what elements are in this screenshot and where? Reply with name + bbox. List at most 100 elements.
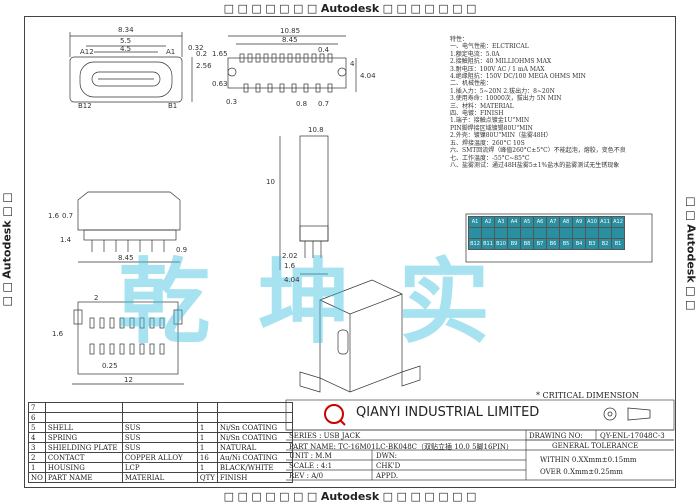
watermark-top: □ □ □ □ □ □ □ Autodesk □ □ □ □ □ □ □ [0,2,700,15]
dim-108: 10.8 [308,126,324,134]
dim-404-side: 4.04 [284,276,300,284]
spec-line: 4.绝缘阻抗：150V DC/100 MEGA OHMS MIN [450,73,586,81]
spec-line: 五、焊接温度：260°C 10S [450,139,525,147]
dim-2: 2 [94,294,99,302]
mount-hole-right [337,67,347,77]
spec-line: 1.插入力：5~20N 2.拔出力：8~20N [450,87,555,95]
front-view-shell [79,61,173,98]
label-b1: B1 [168,102,178,110]
spec-line: 八、盐雾测试：通过48H盐雾5±1%盐水的盐雾测试无生锈现象 [450,161,620,169]
bom-cell-qty: QTY [196,472,218,483]
watermark-bottom: □ □ □ □ □ □ □ Autodesk □ □ □ □ □ □ □ [0,490,700,503]
rev-label: REV : A/0 [289,472,324,480]
dim-10: 10 [266,178,275,186]
footprint-outline [77,301,179,375]
dim-025: 0.25 [102,362,118,370]
dim-032: 0.32 [188,44,204,52]
spec-line: 三、材料：MATERIAL [450,102,514,110]
watermark-bottom-text-b: □ □ □ □ □ □ □ [379,490,477,503]
label-b12: B12 [78,102,92,110]
pin-pads-bottom [243,83,333,93]
label-a1: A1 [166,48,176,56]
appd-label: APPD. [376,472,399,480]
dim-404: 4.04 [360,72,376,80]
pin-cell: B9 [507,238,521,250]
label-a12: A12 [80,48,94,56]
iso-flange-right [401,365,421,387]
series-label: SERIES : USB JACK [289,432,361,440]
spec-line: 七、工作温度：-55°C~85°C [450,154,530,162]
drawing-no-value: QY-ENL-17048C-3 [600,432,665,440]
watermark-bottom-label: Autodesk [320,490,380,503]
mount-hole-left [227,67,237,77]
dim-08: 0.8 [296,100,308,108]
dim-4: 4 [350,60,355,68]
footprint-slot-left [73,309,83,325]
dim-16-side: 1.6 [284,262,296,270]
spec-line: 3.使用寿命：10000次，拔出力 5N MIN [450,95,562,103]
pin-cell: B8 [520,238,534,250]
drawing-frame [24,16,676,488]
part-name-label: PART NAME: TC-16M01LC-BK048C（双贴立插 10.0 5… [289,443,514,451]
critical-dimension-note: * CRITICAL DIMENSION [536,391,639,400]
dim-07b: 0.7 [62,212,74,220]
dim-14: 1.4 [60,236,72,244]
brand-watermark: 乾 坤 实 [118,249,499,356]
chkd-label: CHK'D [376,462,401,470]
watermark-top-label: Autodesk [320,2,380,15]
dim-063: 0.63 [212,80,228,88]
spec-line: 2.外壳：镀镍80U"MIN（盐雾48H） [450,132,552,140]
unit-label: UNIT : M.M [289,452,332,460]
iso-flange-left [299,371,321,393]
spec-line: 1.额定电流：5.0A [450,50,500,58]
dim-12: 12 [124,376,133,384]
dim-55: 5.5 [120,37,132,45]
spec-line: 特性： [450,36,469,43]
scale-label: SCALE : 4:1 [289,462,333,470]
pin-cell: B4 [572,238,586,250]
dim-834: 8.34 [118,26,134,34]
dim-202: 2.02 [282,252,298,260]
tolerance-over: OVER 0.Xmm±0.25mm [540,468,623,476]
spec-line: 1.端子：接触点镀金1U"MIN [450,117,530,125]
bom-cell-finish: FINISH [216,472,293,483]
dim-256: 2.56 [196,62,212,70]
pin-cell: B1 [611,238,625,250]
footprint-pads [89,317,165,355]
watermark-bottom-text: □ □ □ □ □ □ □ [223,490,321,503]
dim-07: 0.7 [318,100,330,108]
footprint-slot-right [173,309,183,325]
front-view-tongue [91,71,161,87]
side-view-base [299,225,329,242]
spec-line: 3.耐电压：100V AC / 1 mA MAX [450,65,545,73]
watermark-top-text-b: □ □ □ □ □ □ □ [379,2,477,15]
pin-row [468,227,625,239]
spec-line: 二、机械性能： [450,80,493,88]
dim-845b: 8.45 [118,254,134,262]
company-name: QIANYI INDUSTRIAL LIMITED [356,405,540,420]
general-tolerance-label: GENERAL TOLERANCE [552,442,639,450]
tolerance-within: WITHIN 0.XXmm±0.15mm [540,456,637,464]
dim-02: 0.2 [196,50,208,58]
front-elevation-pins [91,240,165,252]
projection-symbol [603,407,651,421]
pin-table-frame [465,213,653,263]
spec-line: PIN脚焊接区域镀锡80U"MIN [450,124,533,132]
dim-03: 0.3 [226,98,238,106]
spec-line: 2.接触阻抗：40 MILLIOHMS MAX [450,58,552,66]
spec-line: 六、SMT回流焊（峰值260°C±5°C）不能起泡，熔胶，变色不良 [450,147,626,155]
front-view-outer [69,56,183,103]
dim-04: 0.4 [318,46,330,54]
dim-1085: 10.85 [280,27,301,35]
front-elevation-base [83,229,177,241]
company-logo [324,404,346,426]
